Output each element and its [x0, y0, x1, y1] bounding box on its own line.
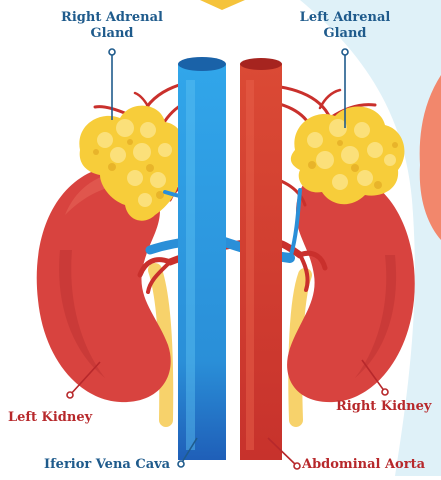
- label-right-adrenal-gland: Right Adrenal Gland: [42, 10, 182, 42]
- label-right-adrenal-line2: Gland: [42, 26, 182, 42]
- ureters: [155, 270, 305, 420]
- left-adrenal-gland: [291, 106, 405, 204]
- label-right-kidney: Right Kidney: [336, 399, 431, 415]
- label-left-adrenal-line2: Gland: [275, 26, 415, 42]
- label-right-adrenal-line1: Right Adrenal: [42, 10, 182, 26]
- label-left-adrenal-line1: Left Adrenal: [275, 10, 415, 26]
- label-abdominal-aorta: Abdominal Aorta: [302, 457, 425, 473]
- label-left-adrenal-gland: Left Adrenal Gland: [275, 10, 415, 42]
- label-left-kidney: Left Kidney: [8, 410, 92, 426]
- label-inferior-vena-cava: Iferior Vena Cava: [44, 457, 170, 473]
- abdominal-aorta: [240, 58, 282, 460]
- inferior-vena-cava: [178, 57, 226, 460]
